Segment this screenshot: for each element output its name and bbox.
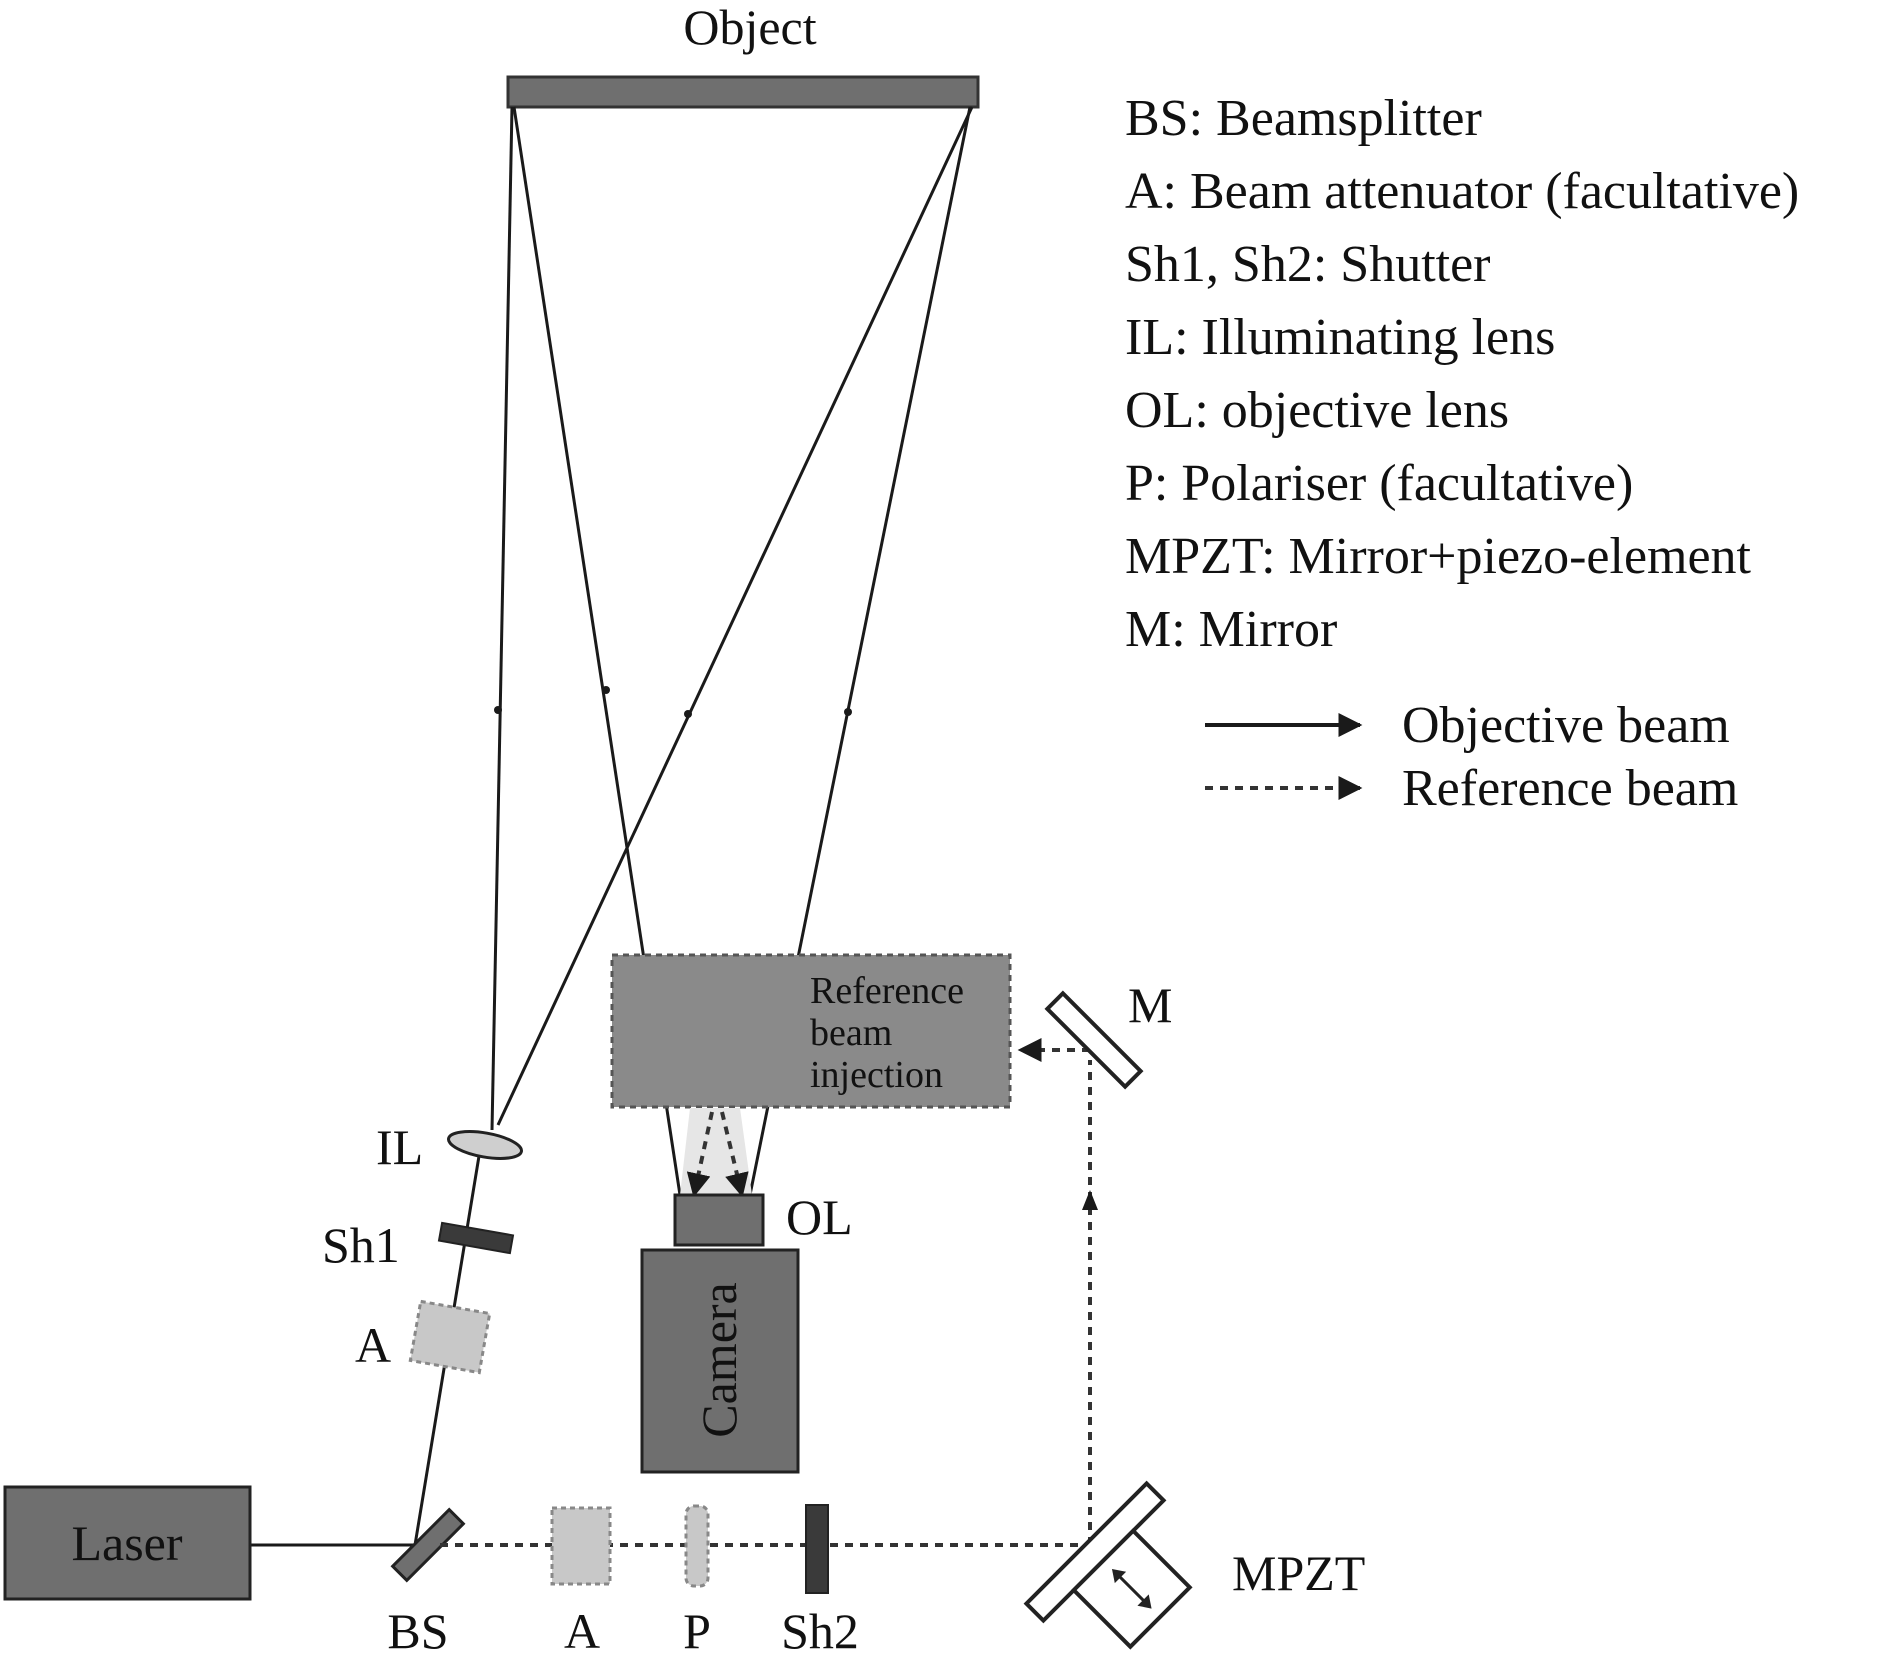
reference-beam-path xyxy=(440,1038,1092,1547)
legend-item-2: A: Beam attenuator (facultative) xyxy=(1125,163,1799,220)
objective-lens xyxy=(673,1193,765,1247)
ref-injection-text-1: Reference xyxy=(810,970,964,1012)
m-label: M xyxy=(1128,977,1172,1033)
legend-item-5: OL: objective lens xyxy=(1125,382,1509,439)
reference-beam-up-arrow xyxy=(1082,1190,1098,1210)
objective-beam-legend-text: Objective beam xyxy=(1402,697,1730,754)
object-label: Object xyxy=(683,0,816,55)
ref-injection-text-3: injection xyxy=(810,1054,943,1096)
legend-item-7: MPZT: Mirror+piezo-element xyxy=(1125,528,1752,585)
beam-direction-marks xyxy=(494,686,852,718)
shutter-2 xyxy=(805,1504,829,1594)
legend-item-8: M: Mirror xyxy=(1125,601,1337,658)
legend: BS: Beamsplitter A: Beam attenuator (fac… xyxy=(1125,90,1799,817)
mpzt-label: MPZT xyxy=(1232,1545,1365,1601)
polariser xyxy=(684,1504,710,1588)
mirror xyxy=(1044,990,1144,1090)
sh2-label: Sh2 xyxy=(781,1603,859,1659)
shutter-1 xyxy=(437,1221,515,1255)
laser-label: Laser xyxy=(71,1515,182,1571)
a-bottom-label: A xyxy=(564,1603,600,1659)
legend-item-6: P: Polariser (facultative) xyxy=(1125,455,1633,512)
mpzt xyxy=(1023,1480,1193,1650)
sh1-label: Sh1 xyxy=(322,1217,400,1273)
laser xyxy=(3,1485,252,1601)
ref-injection-text-2: beam xyxy=(810,1012,892,1054)
illuminating-lens xyxy=(447,1130,523,1160)
legend-item-4: IL: Illuminating lens xyxy=(1125,309,1555,366)
bs-label: BS xyxy=(387,1603,448,1659)
p-label: P xyxy=(683,1603,711,1659)
legend-item-1: BS: Beamsplitter xyxy=(1125,90,1482,147)
beamsplitter xyxy=(390,1507,466,1583)
attenuator-left xyxy=(408,1299,492,1375)
object-plate xyxy=(506,75,980,109)
camera-label: Camera xyxy=(691,1282,747,1437)
il-label: IL xyxy=(376,1119,423,1175)
ol-label: OL xyxy=(786,1189,853,1245)
camera xyxy=(640,1248,800,1474)
a-left-label: A xyxy=(355,1317,391,1373)
reference-beam-injection-box xyxy=(610,953,1012,1109)
reference-cone xyxy=(680,1108,752,1195)
reference-beam-legend-text: Reference beam xyxy=(1402,760,1738,817)
attenuator-bottom xyxy=(550,1506,612,1586)
legend-item-3: Sh1, Sh2: Shutter xyxy=(1125,236,1491,293)
